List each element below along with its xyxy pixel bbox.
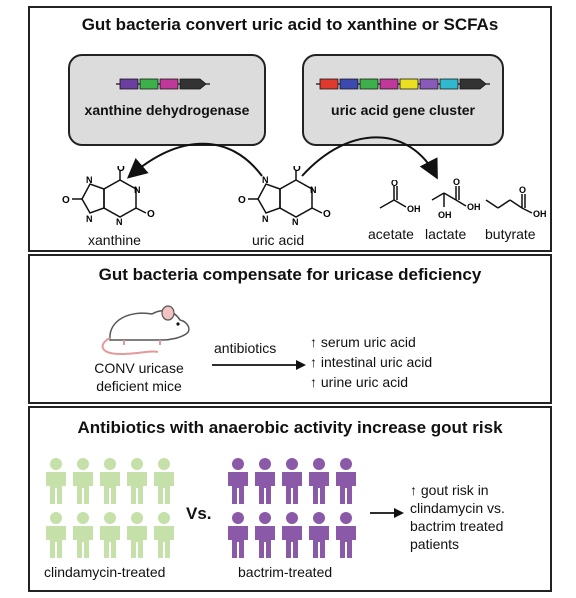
xanthine-structure: O O O N N N N xyxy=(62,166,155,227)
xanthine-o-left: O xyxy=(62,195,70,206)
bactrim-person-icon xyxy=(309,512,329,558)
xanthine-n3: N xyxy=(116,217,123,227)
xanthine-n7: N xyxy=(86,175,93,185)
bactrim-person-icon xyxy=(282,458,302,504)
vs-label: Vs. xyxy=(186,504,212,523)
outcome-line1: ↑ gout risk in xyxy=(410,482,489,498)
clindamycin-person-icon xyxy=(73,512,93,558)
xanthine-o-top: O xyxy=(117,166,125,174)
cluster-gene-5 xyxy=(399,78,419,90)
xanthine-dehydrogenase-box: xanthine dehydrogenase xyxy=(68,54,266,146)
effect-urine: ↑ urine uric acid xyxy=(310,374,409,390)
xdh-gene-4 xyxy=(179,78,207,90)
xdh-gene-2 xyxy=(139,78,159,90)
lactate-label: lactate xyxy=(425,226,467,242)
outcome-line2: clindamycin vs. xyxy=(410,500,505,516)
acetate-label: acetate xyxy=(368,226,414,242)
cluster-gene-1 xyxy=(319,78,339,90)
bactrim-person-icon xyxy=(228,458,248,504)
antibiotics-label: antibiotics xyxy=(214,340,277,356)
xanthine-n1: N xyxy=(134,185,141,195)
outcome-line4: patients xyxy=(410,536,460,552)
arrow-to-scfa xyxy=(301,136,438,180)
uric-n7: N xyxy=(262,175,269,185)
reaction-arrows xyxy=(126,136,438,180)
uric-o-left: O xyxy=(238,195,246,206)
bactrim-person-icon xyxy=(309,458,329,504)
xanthine-label: xanthine xyxy=(88,232,141,248)
effect-intestinal: ↑ intestinal uric acid xyxy=(310,354,433,370)
clindamycin-person-icon xyxy=(154,458,174,504)
xanthine-n9: N xyxy=(86,214,93,224)
clindamycin-person-icon xyxy=(46,458,66,504)
bactrim-label: bactrim-treated xyxy=(238,564,333,580)
butyrate-label: butyrate xyxy=(485,226,536,242)
cluster-gene-3 xyxy=(359,78,379,90)
lactate-o: O xyxy=(453,177,460,187)
panel-uric-acid-conversion: Gut bacteria convert uric acid to xanthi… xyxy=(28,6,552,252)
effect-serum: ↑ serum uric acid xyxy=(310,334,416,350)
uric-acid-gene-cluster-box: uric acid gene cluster xyxy=(302,54,504,146)
bactrim-person-icon xyxy=(255,458,275,504)
uric-acid-structure: O O O N N N N xyxy=(238,166,331,227)
bactrim-person-icon xyxy=(228,512,248,558)
panel3-title: Antibiotics with anaerobic activity incr… xyxy=(77,418,503,437)
lactate-oh: OH xyxy=(438,210,452,220)
lactate-structure: O OH OH xyxy=(431,177,481,220)
xdh-gene-3 xyxy=(159,78,179,90)
acetate-oh: OH xyxy=(407,204,421,214)
bactrim-person-icon xyxy=(336,458,356,504)
cluster-gene-2 xyxy=(339,78,359,90)
lactate-oh-acid: OH xyxy=(467,202,481,212)
butyrate-structure: O OH xyxy=(485,185,547,219)
cluster-gene-4 xyxy=(379,78,399,90)
cluster-gene-7 xyxy=(439,78,459,90)
gene-arrows-right xyxy=(316,78,490,90)
arrow-to-xanthine xyxy=(126,142,263,179)
bactrim-person-icon xyxy=(336,512,356,558)
panel2-title: Gut bacteria compensate for uricase defi… xyxy=(98,265,482,284)
outcome-line3: bactrim treated xyxy=(410,518,504,534)
uric-n3: N xyxy=(292,217,299,227)
clindamycin-person-icon xyxy=(100,458,120,504)
uric-n9: N xyxy=(262,214,269,224)
xdh-gene-1 xyxy=(119,78,139,90)
bactrim-group-icons xyxy=(228,458,356,558)
clindamycin-label: clindamycin-treated xyxy=(44,564,166,580)
cluster-gene-8 xyxy=(459,78,487,90)
antibiotics-arrow xyxy=(212,360,306,370)
butyrate-oh: OH xyxy=(533,209,547,219)
clindamycin-person-icon xyxy=(154,512,174,558)
xanthine-o-right: O xyxy=(147,209,155,220)
uric-n1: N xyxy=(310,185,317,195)
uric-acid-label: uric acid xyxy=(252,232,305,248)
outcome-arrow xyxy=(370,508,404,518)
uric-o-right: O xyxy=(323,209,331,220)
acetate-structure: O OH xyxy=(379,180,421,214)
clindamycin-person-icon xyxy=(73,458,93,504)
clindamycin-person-icon xyxy=(127,512,147,558)
clindamycin-person-icon xyxy=(127,458,147,504)
xanthine-dehydrogenase-label: xanthine dehydrogenase xyxy=(84,102,250,118)
butyrate-o: O xyxy=(519,185,526,195)
clindamycin-person-icon xyxy=(100,512,120,558)
panel-uricase-deficiency: Gut bacteria compensate for uricase defi… xyxy=(28,254,552,404)
clindamycin-group-icons xyxy=(46,458,174,558)
mouse-icon xyxy=(101,305,190,356)
mouse-label-line2: deficient mice xyxy=(96,378,182,394)
uric-acid-gene-cluster-label: uric acid gene cluster xyxy=(331,102,475,118)
clindamycin-person-icon xyxy=(46,512,66,558)
gene-arrows-left xyxy=(116,78,210,90)
panel-gout-risk: Antibiotics with anaerobic activity incr… xyxy=(28,406,552,592)
acetate-o: O xyxy=(391,180,398,188)
mouse-label-line1: CONV uricase xyxy=(94,360,184,376)
bactrim-person-icon xyxy=(282,512,302,558)
uric-o-top: O xyxy=(293,166,301,174)
panel1-title: Gut bacteria convert uric acid to xanthi… xyxy=(81,15,499,34)
bactrim-person-icon xyxy=(255,512,275,558)
cluster-gene-6 xyxy=(419,78,439,90)
